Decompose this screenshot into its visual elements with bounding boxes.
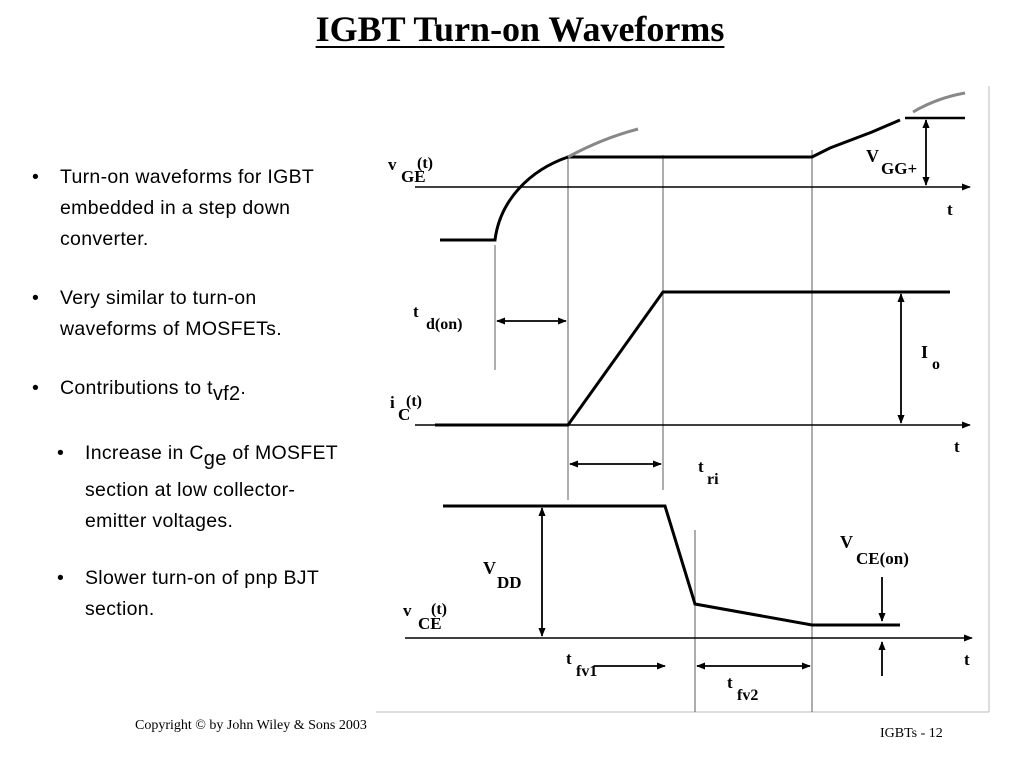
vce-sub-label: CE <box>418 614 442 633</box>
tri-label: t <box>698 457 704 476</box>
bullet-dot-icon: • <box>57 567 65 589</box>
t-axis-label: t <box>964 650 970 669</box>
t-axis-label: t <box>954 437 960 456</box>
sub-bullet-item: •Slower turn-on of pnp BJT section. <box>32 563 352 625</box>
td-on-label: t <box>413 302 419 321</box>
vdd-label: V <box>483 558 496 578</box>
tfv1-sub-label: fv1 <box>576 663 597 680</box>
t-axis-label: t <box>947 200 953 219</box>
vce-on-label: V <box>840 532 853 552</box>
vdd-sub-label: DD <box>497 573 522 592</box>
vce-arg-label: (t) <box>431 601 447 618</box>
ic-label: i <box>390 393 395 412</box>
bullet-item: •Contributions to tvf2. <box>32 373 352 410</box>
vge-waveform <box>440 118 901 242</box>
vce-on-sub-label: CE(on) <box>856 549 909 568</box>
bullet-dot-icon: • <box>32 287 40 309</box>
vge-extrapolation-end <box>912 91 966 114</box>
vge-label: v <box>388 155 397 174</box>
ic-arg-label: (t) <box>406 393 422 410</box>
ic-sub-label: C <box>398 405 410 424</box>
bullet-item: •Very similar to turn-on waveforms of MO… <box>32 283 352 345</box>
vge-extrapolation <box>567 127 639 159</box>
tfv1-label: t <box>566 649 572 668</box>
tri-sub-label: ri <box>707 471 719 488</box>
vgg-label: V <box>866 146 879 166</box>
vge-arg-label: (t) <box>417 155 433 172</box>
bullet-dot-icon: • <box>32 166 40 188</box>
vge-sub-label: GE <box>401 167 426 186</box>
ic-waveform <box>435 290 950 427</box>
vgg-sub-label: GG+ <box>881 159 917 178</box>
vce-label: v <box>403 601 412 620</box>
vce-waveform <box>443 504 900 627</box>
tfv2-label: t <box>727 673 733 692</box>
slide-title: IGBT Turn-on Waveforms <box>315 9 725 49</box>
td-on-sub-label: d(on) <box>426 316 462 333</box>
copyright-text: Copyright © by John Wiley & Sons 2003 <box>135 718 367 733</box>
page-number: IGBTs - 12 <box>880 726 943 741</box>
bullet-list: •Turn-on waveforms for IGBT embedded in … <box>32 162 352 651</box>
tfv2-sub-label: fv2 <box>737 687 758 704</box>
bullet-dot-icon: • <box>57 442 65 464</box>
bullet-item: •Turn-on waveforms for IGBT embedded in … <box>32 162 352 255</box>
sub-bullet-item: •Increase in Cge of MOSFET section at lo… <box>32 438 352 537</box>
io-sub-label: o <box>932 356 940 373</box>
io-label: I <box>921 342 928 362</box>
bullet-dot-icon: • <box>32 377 40 399</box>
